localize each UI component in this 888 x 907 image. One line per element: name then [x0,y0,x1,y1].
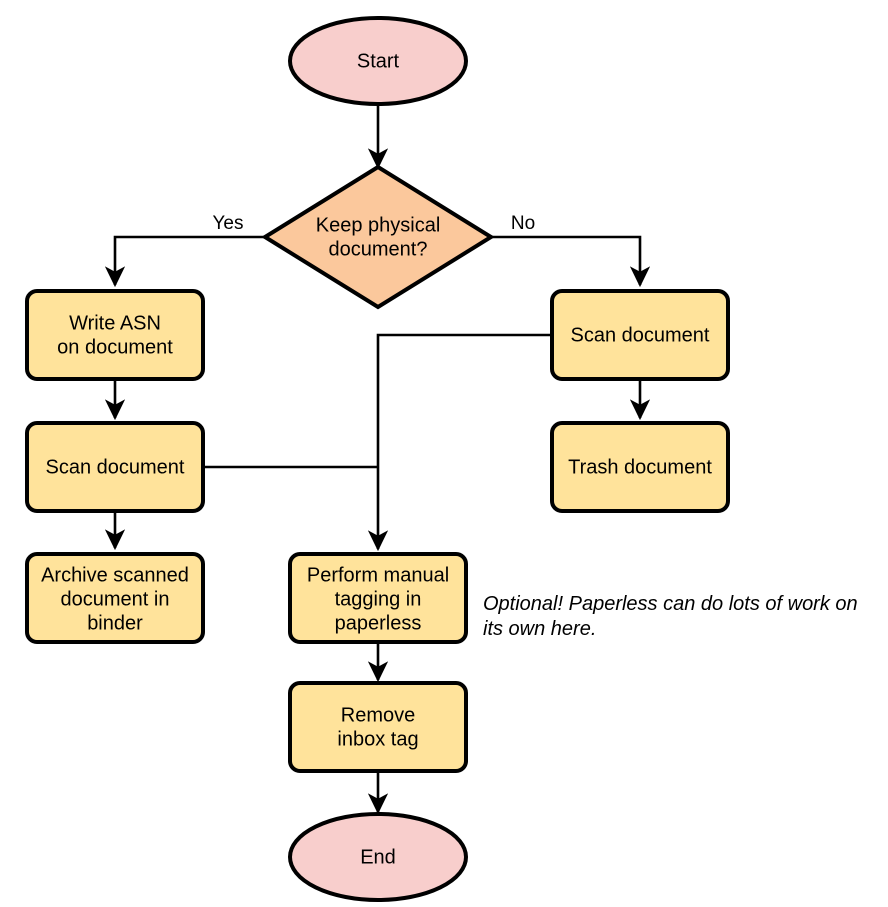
archive-label-line1: Archive scanned [41,564,189,586]
remove-inbox-tag-box-shape [288,681,468,773]
archive-label-line2: document in [61,588,170,610]
remove-inbox-tag-label-line1: Remove [341,704,415,726]
archive-box-shape [25,552,205,644]
edge-label-no: No [511,213,535,234]
tagging-box-shape [288,552,468,644]
node-scan-document-right[interactable]: Scan document [550,289,730,381]
edge-scan-right-to-tagging [367,333,552,552]
start-label: Start [357,50,400,72]
end-ellipse-shape [288,812,468,902]
remove-inbox-tag-label-line2: inbox tag [337,728,418,750]
scan-document-left-label: Scan document [46,456,185,478]
decision-diamond-shape [261,164,495,310]
edge-decision-no-to-scan-right [491,235,651,288]
node-archive-scanned-document[interactable]: Archive scanned document in binder [25,552,205,644]
write-asn-label-line2: on document [57,336,173,358]
node-end[interactable]: End [288,812,468,902]
tagging-label-line3: paperless [335,612,422,634]
node-write-asn[interactable]: Write ASN on document [25,289,205,381]
end-label: End [360,846,396,868]
tagging-label-line1: Perform manual [307,564,449,586]
decision-label-line2: document? [329,238,428,260]
scan-document-right-label: Scan document [571,324,710,346]
edge-decision-yes-to-write-asn [104,235,265,288]
trash-document-label: Trash document [568,456,712,478]
trash-document-box-shape [550,421,730,513]
scan-document-left-box-shape [25,421,205,513]
scan-document-right-box-shape [550,289,730,381]
start-ellipse-shape [288,16,468,106]
write-asn-box-shape [25,289,205,381]
archive-label-line3: binder [87,612,143,634]
node-scan-document-left[interactable]: Scan document [25,421,205,513]
annotation-line2: its own here. [483,618,596,640]
decision-label-line1: Keep physical [316,214,441,236]
node-start[interactable]: Start [288,16,468,106]
node-perform-manual-tagging[interactable]: Perform manual tagging in paperless [288,552,468,644]
node-decision-keep-physical-document[interactable]: Keep physical document? [261,164,495,310]
write-asn-label-line1: Write ASN [69,312,161,334]
annotation-line1: Optional! Paperless can do lots of work … [483,593,858,615]
tagging-label-line2: tagging in [335,588,422,610]
node-trash-document[interactable]: Trash document [550,421,730,513]
edge-label-yes: Yes [213,213,244,234]
node-remove-inbox-tag[interactable]: Remove inbox tag [288,681,468,773]
